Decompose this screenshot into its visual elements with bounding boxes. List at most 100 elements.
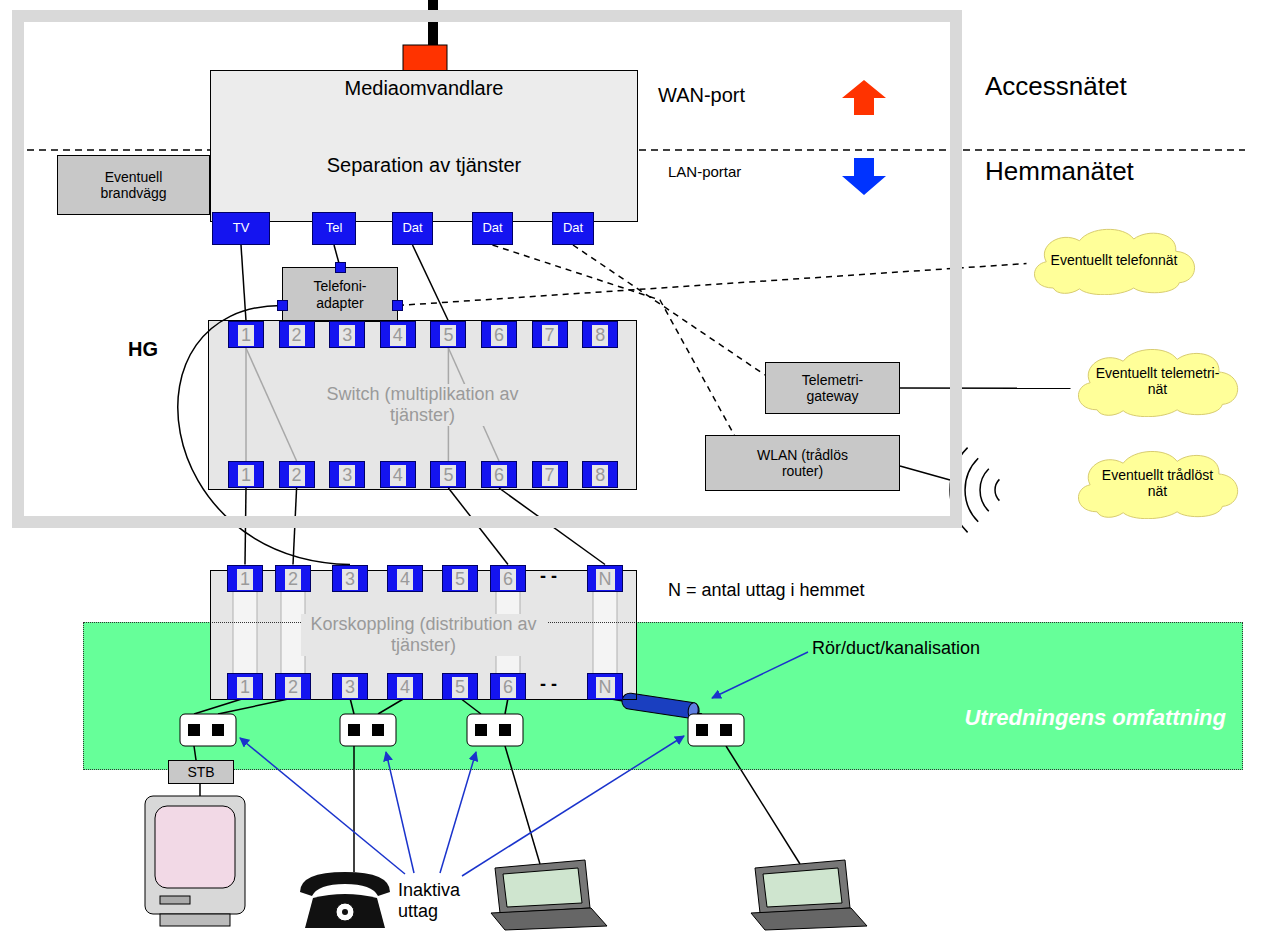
port-box: 2 xyxy=(279,321,315,348)
wall-outlet xyxy=(180,714,236,746)
wire xyxy=(505,698,508,714)
phone-handset xyxy=(300,872,390,896)
process-box: Telefoni- adapter xyxy=(282,267,398,322)
port-box: 1 xyxy=(228,461,264,488)
outlet-wires xyxy=(194,466,950,872)
port-box: 7 xyxy=(532,461,568,488)
outlet-jack xyxy=(720,724,732,736)
port-label: 1 xyxy=(238,325,254,346)
port-box: 2 xyxy=(279,461,315,488)
wire xyxy=(460,698,481,714)
port-box: Dat xyxy=(472,212,513,245)
port-label: 3 xyxy=(339,465,355,486)
port-label: 5 xyxy=(452,677,468,698)
port-label: 3 xyxy=(342,677,358,698)
connector-line xyxy=(900,387,1071,389)
outlet-jack xyxy=(372,724,384,736)
wire xyxy=(378,698,405,714)
media-converter-box: MediaomvandlareSeparation av tjänsterTVT… xyxy=(210,70,638,222)
port-box: TV xyxy=(212,212,270,245)
wire xyxy=(353,746,355,872)
outlet-plate xyxy=(467,714,523,746)
node-text: Mediaomvandlare xyxy=(345,77,504,100)
port-label: 4 xyxy=(390,465,406,486)
outlet-jack xyxy=(499,724,511,736)
node-text: STB xyxy=(187,764,214,780)
outlet-jack xyxy=(212,724,224,736)
wall-outlet xyxy=(467,714,523,746)
label-text: LAN-portar xyxy=(668,163,741,180)
port-label: 7 xyxy=(542,465,558,486)
port-label: 6 xyxy=(491,465,507,486)
port-box: 3 xyxy=(332,565,368,592)
port-box: 8 xyxy=(582,321,618,348)
up-arrow xyxy=(842,80,886,115)
port-box: 6 xyxy=(481,461,517,488)
port-box: 7 xyxy=(532,321,568,348)
connector-line xyxy=(241,245,246,321)
port-label: Tel xyxy=(326,221,343,236)
port-label: 4 xyxy=(397,677,413,698)
cloud-shape xyxy=(1034,229,1194,294)
outlet-jack xyxy=(696,724,708,736)
port-label: N xyxy=(596,677,615,698)
node-text: Telemetri- gateway xyxy=(787,372,879,404)
port-box: 5 xyxy=(442,673,478,700)
port-label: Dat xyxy=(402,221,422,236)
connector-line xyxy=(293,488,297,565)
phone-dial xyxy=(336,903,354,921)
port-label: 2 xyxy=(285,569,301,590)
patch-bar xyxy=(233,590,257,674)
port-label: 3 xyxy=(342,569,358,590)
node-text: Eventuell brandvägg xyxy=(84,169,184,201)
outlet-jack xyxy=(188,724,200,736)
node-text: Telefoni- adapter xyxy=(298,278,382,310)
outlet-plate xyxy=(180,714,236,746)
container-box: Switch (multiplikation av tjänster)12345… xyxy=(208,320,637,490)
port-box: 2 xyxy=(275,565,311,592)
port-box: 6 xyxy=(490,565,526,592)
port-box: 3 xyxy=(329,321,365,348)
port-box: Dat xyxy=(552,212,594,245)
connector-line xyxy=(413,245,449,321)
wire xyxy=(194,746,196,760)
port-box: 1 xyxy=(228,321,264,348)
port-label: 2 xyxy=(289,465,305,486)
fiber-cable xyxy=(428,0,438,48)
port-box: 5 xyxy=(430,461,466,488)
port-box: 4 xyxy=(387,673,423,700)
port-box: 5 xyxy=(442,565,478,592)
wall-outlet xyxy=(340,714,396,746)
port-box: Dat xyxy=(392,212,433,245)
port-label: 6 xyxy=(500,677,516,698)
callout-arrow xyxy=(240,738,405,874)
down-arrow xyxy=(842,158,886,195)
laptop-lid xyxy=(495,860,590,913)
connector-line xyxy=(245,488,246,565)
tv-cabinet xyxy=(145,796,245,914)
port-box: Tel xyxy=(312,212,356,245)
connector-line xyxy=(398,264,1027,306)
telephone xyxy=(300,872,390,928)
label-text: - - xyxy=(540,674,557,695)
wire xyxy=(900,466,950,480)
tv-base xyxy=(160,914,230,926)
laptop-base xyxy=(491,908,607,930)
port-label: 1 xyxy=(237,569,253,590)
port-label: 6 xyxy=(491,325,507,346)
connector-line xyxy=(499,488,605,565)
label-text: N = antal uttag i hemmet xyxy=(668,580,883,601)
home-gateway-frame: HGMediaomvandlareSeparation av tjänsterT… xyxy=(12,10,962,528)
port-box: 5 xyxy=(430,321,466,348)
laptop xyxy=(751,860,867,930)
port-label: Dat xyxy=(482,221,502,236)
port-box: 6 xyxy=(481,321,517,348)
node-text: Eventuellt trådlöst nät xyxy=(1091,467,1223,499)
container-box: Korskoppling (distribution av tjänster)1… xyxy=(210,570,637,700)
wire xyxy=(218,698,293,714)
label-text: - - xyxy=(540,566,557,587)
node-text: Utredningens omfattning xyxy=(964,705,1226,730)
port-box: N xyxy=(587,673,623,700)
laptop xyxy=(491,860,607,930)
